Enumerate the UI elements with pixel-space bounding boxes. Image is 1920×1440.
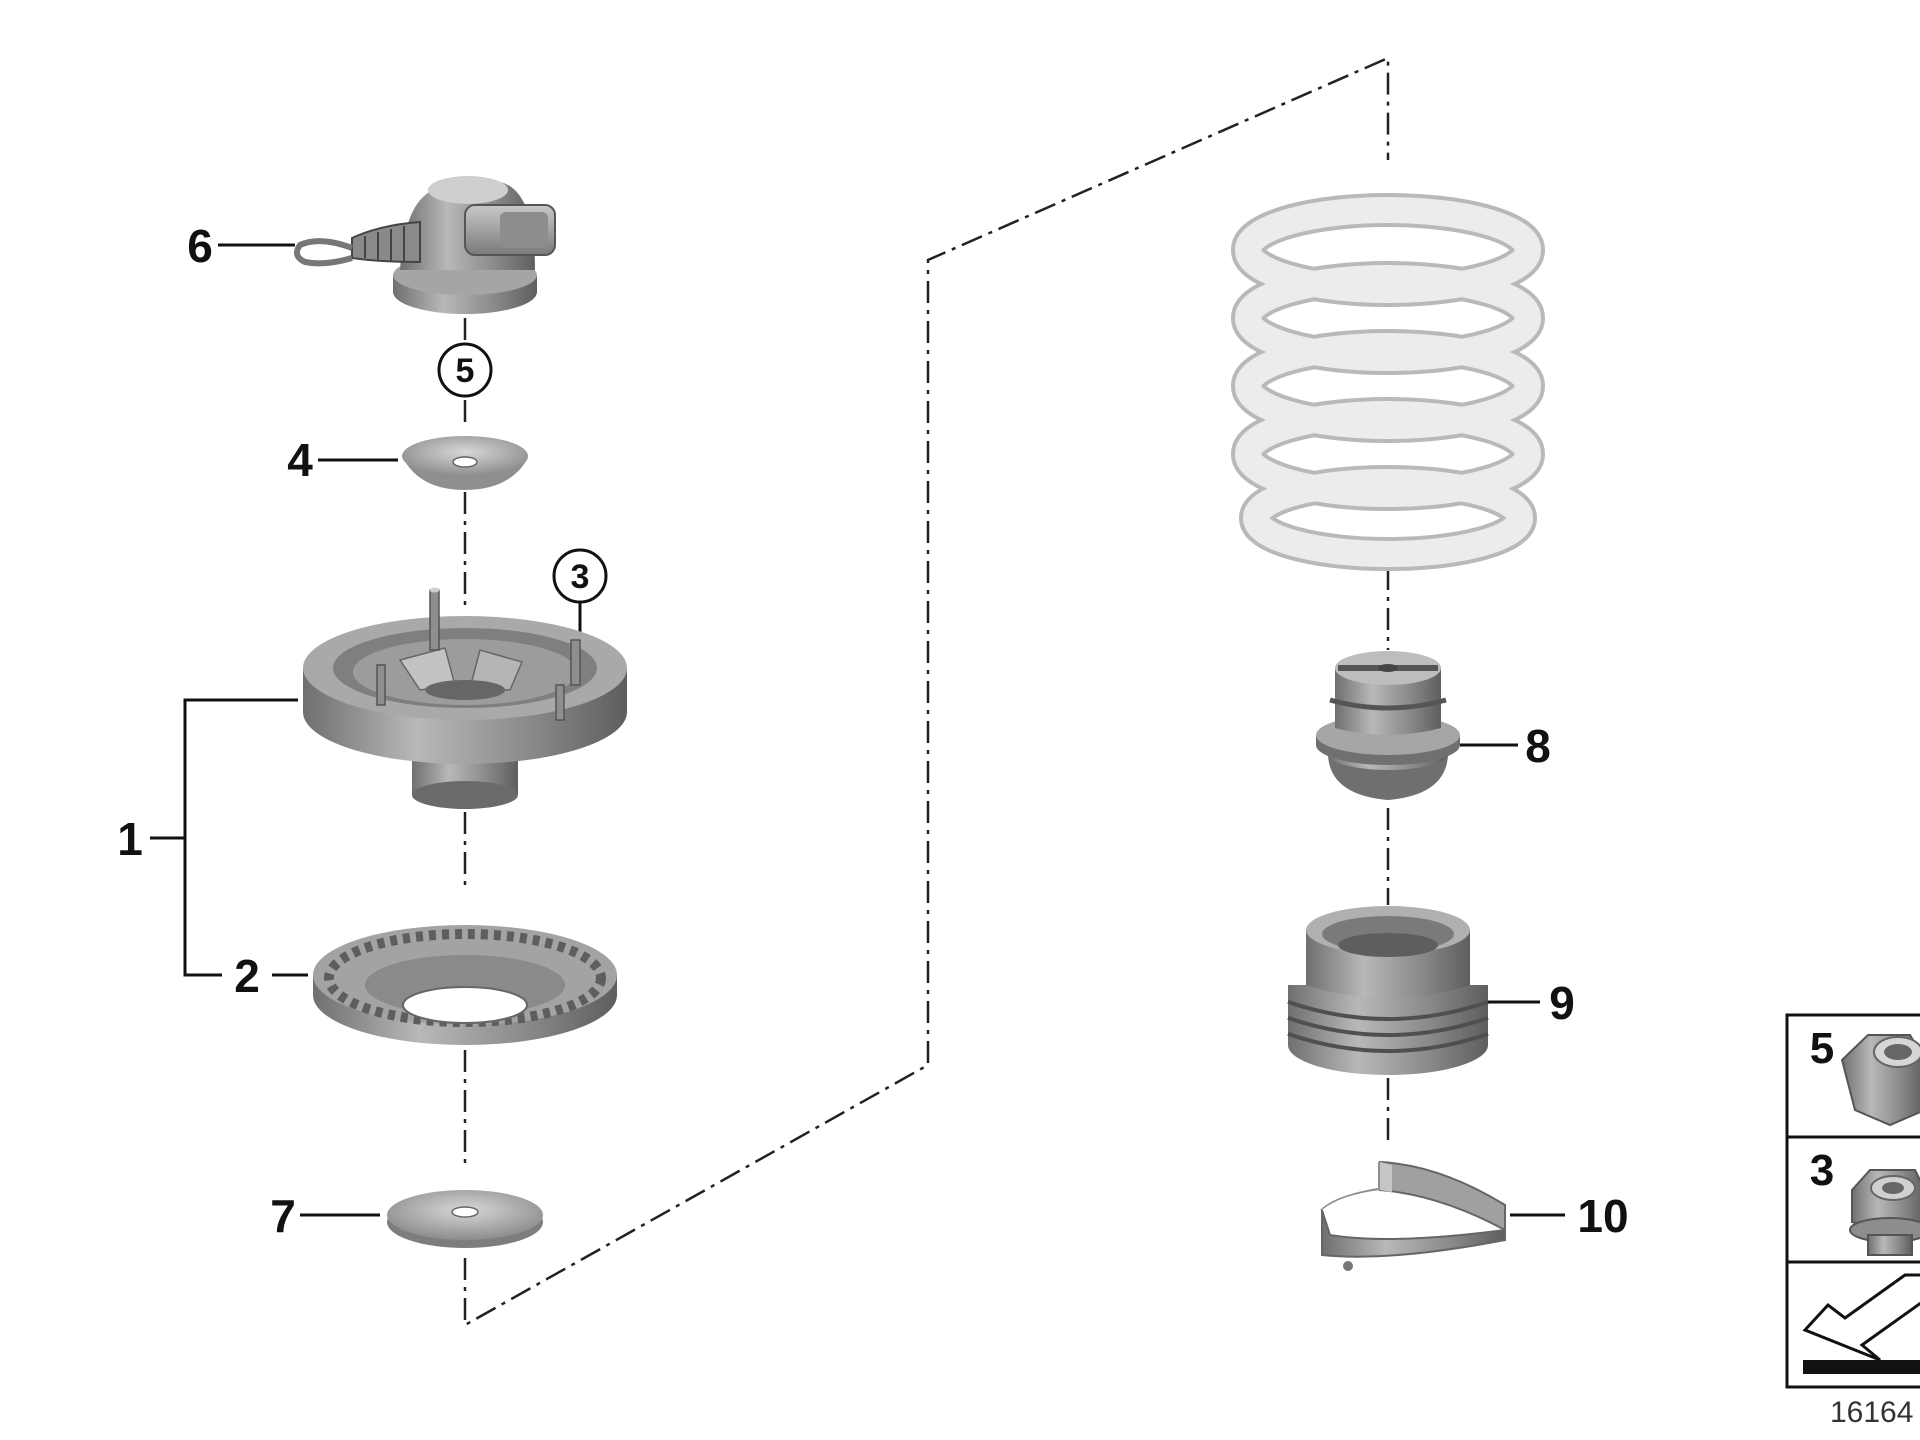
hex-nut-icon bbox=[1840, 1034, 1920, 1127]
callout-numbers: 6 4 1 2 7 8 9 10 bbox=[117, 220, 1628, 1242]
coil-spring bbox=[1231, 193, 1545, 571]
part-5-callout: 5 bbox=[437, 342, 493, 398]
hardware-table: 5 3 bbox=[1785, 1013, 1920, 1389]
flange-nut-icon bbox=[1849, 1169, 1920, 1256]
part-6-sensor-cap bbox=[293, 176, 556, 314]
part-7-flat-washer bbox=[387, 1190, 543, 1248]
callout-7: 7 bbox=[270, 1190, 296, 1242]
table-row-2-number: 3 bbox=[1810, 1146, 1834, 1195]
callout-2: 2 bbox=[234, 950, 260, 1002]
diagram-number: 16164 bbox=[1830, 1396, 1913, 1429]
part-8-bump-stop bbox=[1316, 651, 1460, 800]
part-10-spring-pad bbox=[1320, 1160, 1506, 1271]
part-4-cup-washer bbox=[402, 436, 528, 490]
callout-8: 8 bbox=[1525, 720, 1551, 772]
part-9-dust-boot bbox=[1287, 906, 1489, 1075]
leader-lines bbox=[150, 243, 1565, 1217]
arrow-symbol-icon bbox=[1802, 1273, 1920, 1374]
callout-1: 1 bbox=[117, 813, 143, 865]
circled-number-3: 3 bbox=[571, 558, 590, 596]
callout-9: 9 bbox=[1549, 977, 1575, 1029]
callout-10: 10 bbox=[1577, 1190, 1628, 1242]
assembly-lines bbox=[463, 56, 1390, 1328]
part-1-strut-mount bbox=[303, 587, 627, 809]
circled-number-5: 5 bbox=[456, 352, 475, 390]
part-3-callout: 3 bbox=[552, 548, 608, 640]
part-2-tone-ring bbox=[313, 925, 617, 1045]
callout-6: 6 bbox=[187, 220, 213, 272]
callout-4: 4 bbox=[287, 434, 313, 486]
table-row-1-number: 5 bbox=[1810, 1024, 1834, 1073]
